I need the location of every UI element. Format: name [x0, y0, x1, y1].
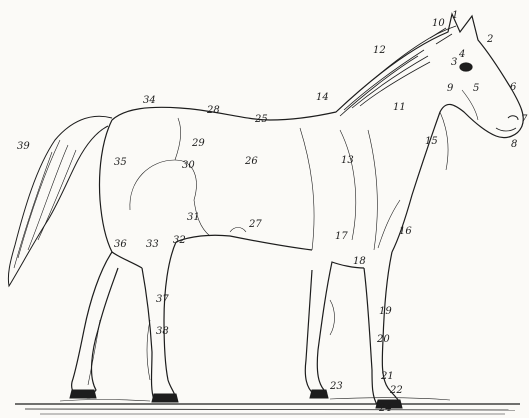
- label-34: 34: [143, 96, 156, 106]
- label-29: 29: [192, 139, 205, 149]
- label-3: 3: [451, 58, 457, 68]
- label-20: 20: [377, 335, 390, 345]
- label-2: 2: [487, 35, 493, 45]
- label-17: 17: [335, 232, 348, 242]
- label-39: 39: [17, 142, 30, 152]
- label-21: 21: [381, 372, 394, 382]
- eye-icon: [460, 63, 472, 71]
- muscle-contours: [88, 90, 478, 385]
- label-15: 15: [425, 137, 438, 147]
- label-19: 19: [379, 307, 392, 317]
- label-27: 27: [249, 220, 262, 230]
- label-10: 10: [432, 19, 445, 29]
- label-11: 11: [393, 103, 406, 113]
- nostril-icon: [508, 116, 518, 120]
- label-32: 32: [173, 236, 186, 246]
- label-8: 8: [511, 140, 517, 150]
- label-13: 13: [341, 156, 354, 166]
- label-1: 1: [452, 11, 458, 21]
- hooves: [70, 390, 402, 408]
- label-7: 7: [521, 115, 527, 125]
- label-33: 33: [146, 240, 159, 250]
- label-36: 36: [114, 240, 127, 250]
- label-4: 4: [459, 50, 465, 60]
- label-12: 12: [373, 46, 386, 56]
- label-31: 31: [187, 213, 200, 223]
- label-30: 30: [182, 161, 195, 171]
- label-38: 38: [156, 327, 169, 337]
- label-16: 16: [399, 227, 412, 237]
- label-22: 22: [390, 386, 403, 396]
- label-25: 25: [255, 115, 268, 125]
- label-14: 14: [316, 93, 329, 103]
- label-28: 28: [207, 106, 220, 116]
- label-24: 24: [379, 404, 392, 414]
- label-37: 37: [156, 295, 169, 305]
- label-5: 5: [473, 84, 479, 94]
- label-9: 9: [447, 84, 453, 94]
- label-6: 6: [510, 83, 516, 93]
- label-35: 35: [114, 158, 127, 168]
- label-23: 23: [330, 382, 343, 392]
- ground-shadow: [15, 398, 520, 414]
- label-18: 18: [353, 257, 366, 267]
- label-26: 26: [245, 157, 258, 167]
- head-features: [460, 63, 518, 131]
- body-outline: [72, 14, 524, 406]
